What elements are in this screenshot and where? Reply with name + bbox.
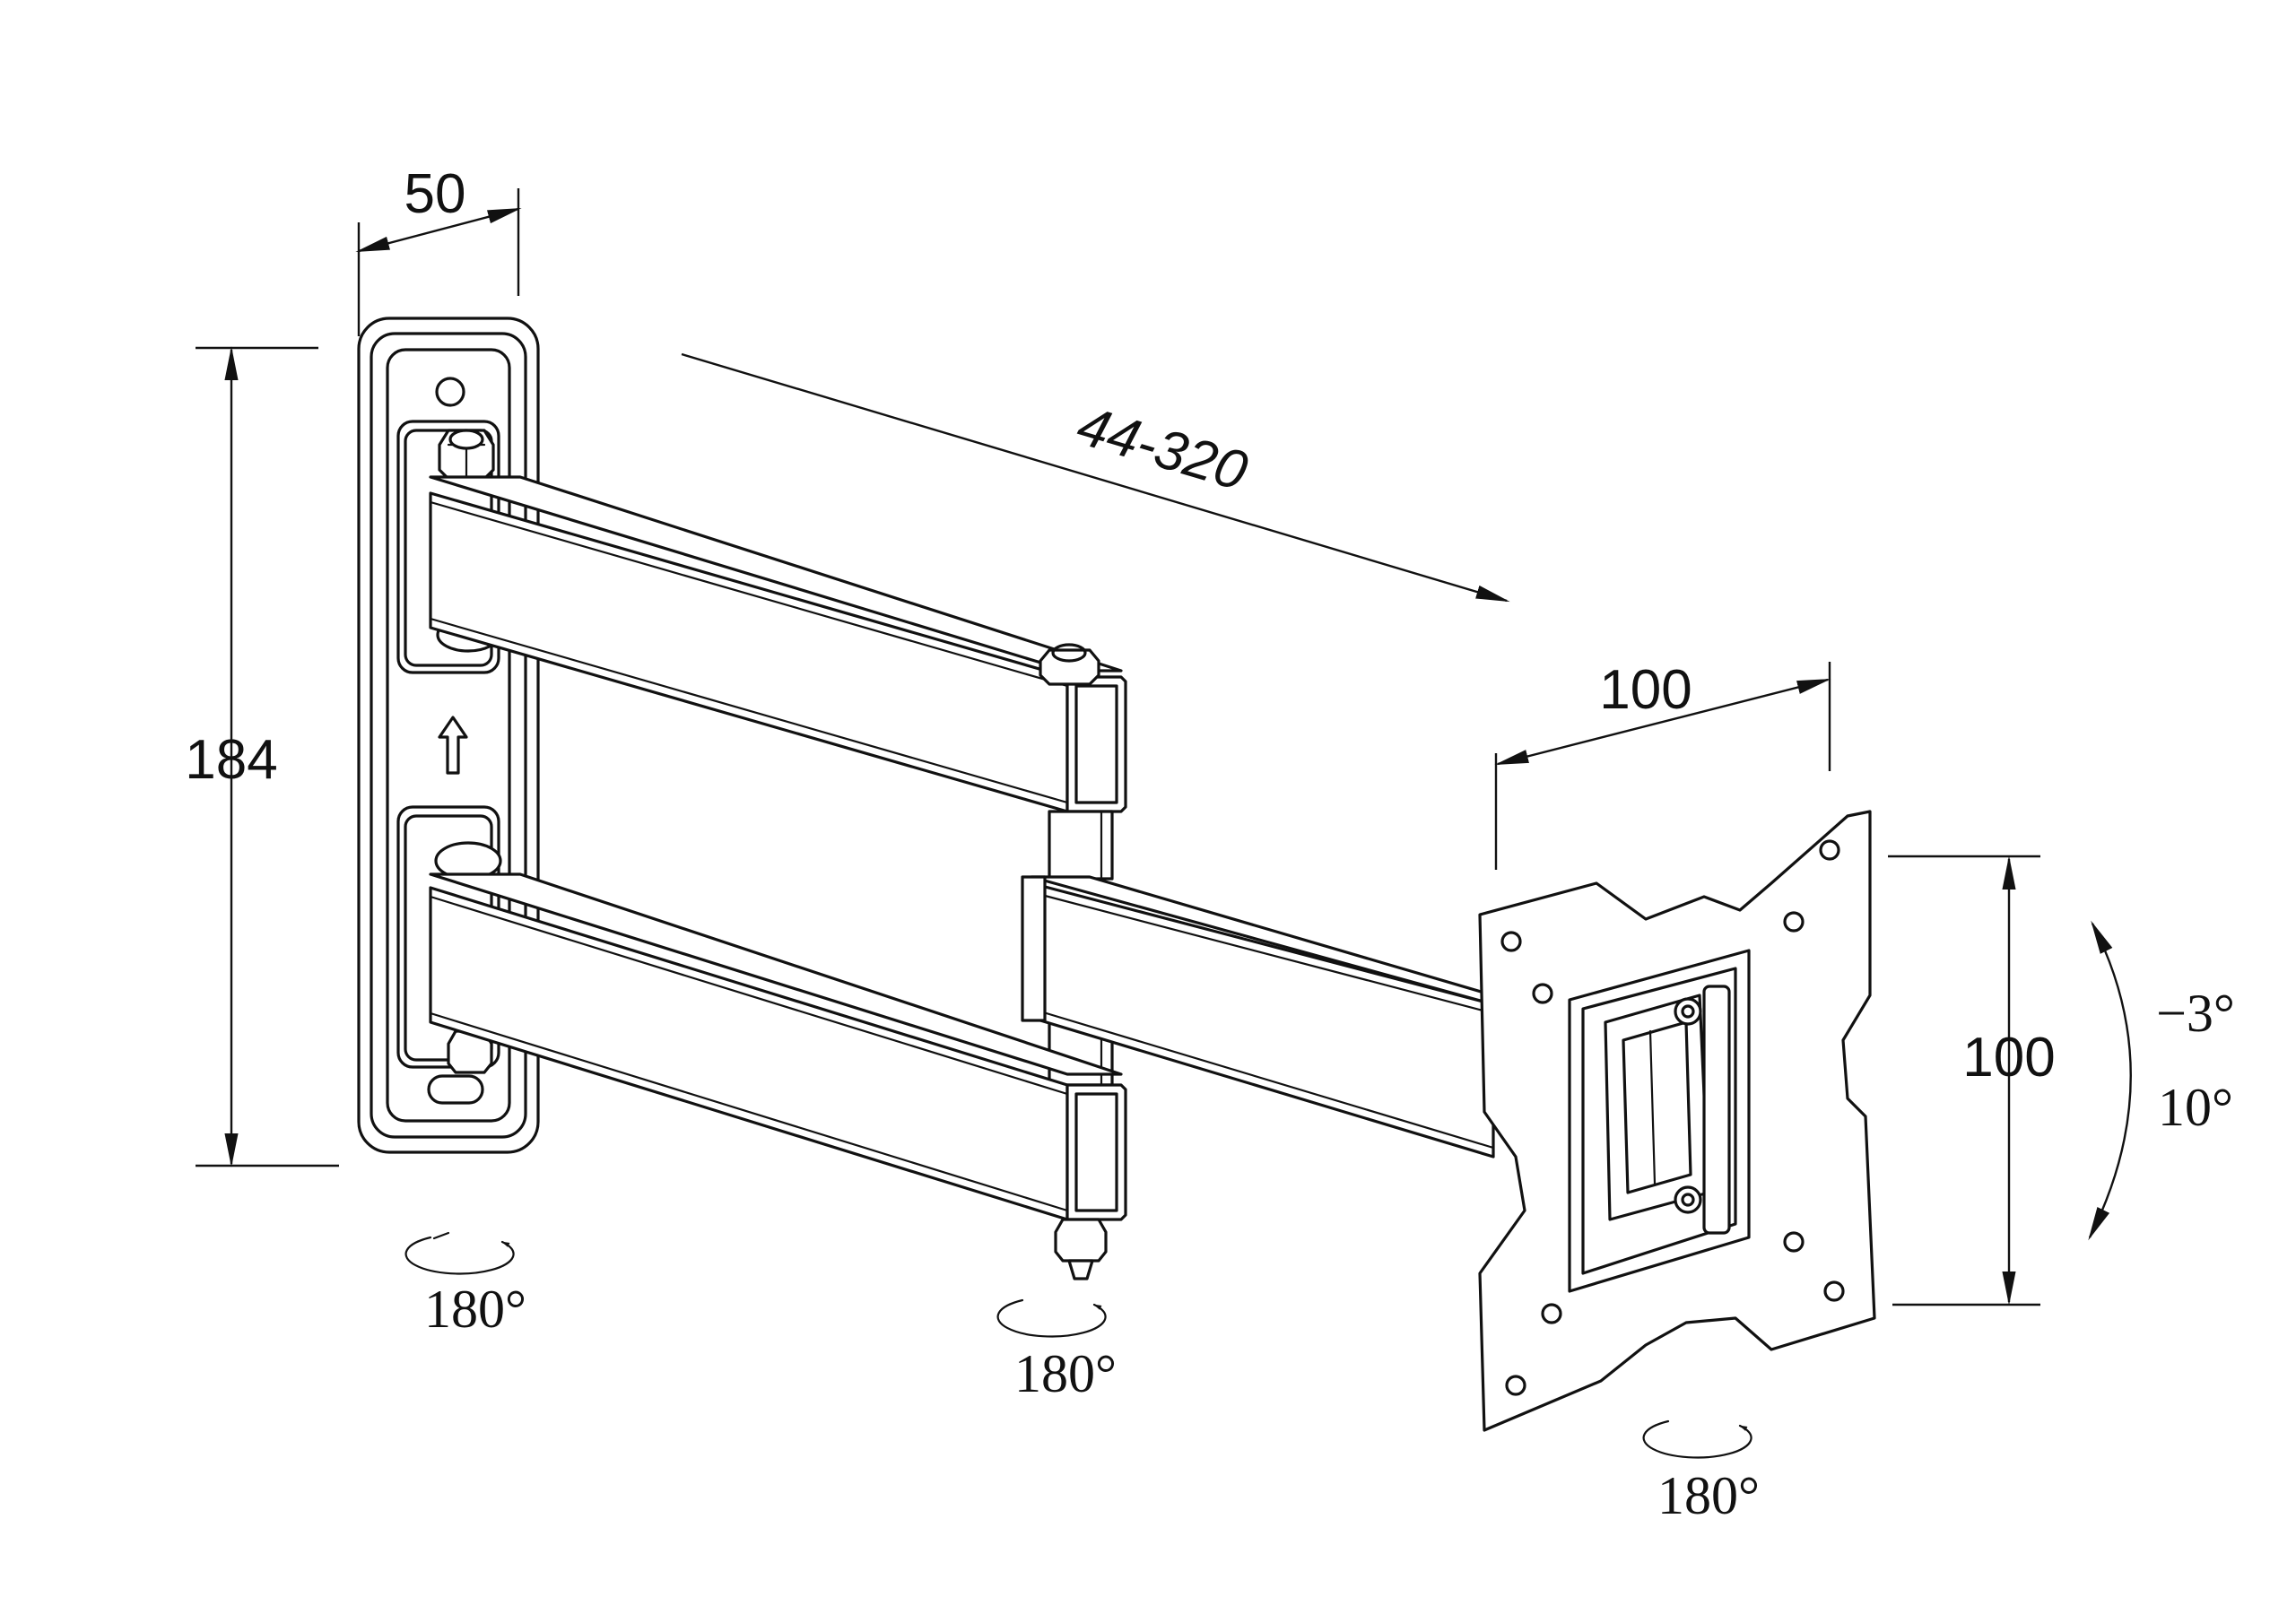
extension-dimension: 44-320 [681,352,1510,603]
depth-label: 50 [404,163,466,225]
wall-rotation-indicator: 180° [404,1231,526,1339]
elbow-rotation-label: 180° [1014,1344,1117,1403]
up-arrow-icon [438,716,468,775]
tilt-indicator: −3° 10° [2088,920,2235,1241]
extension-label: 44-320 [1070,395,1254,503]
head-rotation-indicator: 180° [1642,1419,1760,1525]
lower-arm [429,872,1127,1280]
vesa-width-dimension: 100 [1494,659,1831,870]
wall-rotation-label: 180° [424,1280,526,1339]
height-label: 184 [185,729,277,791]
elbow-rotation-indicator: 180° [996,1298,1117,1403]
extension-arm [1021,875,1495,1159]
tilt-down-label: 10° [2158,1078,2233,1137]
depth-dimension: 50 [355,163,522,336]
upper-pivot-bolt [438,429,495,481]
height-dimension: 184 [185,346,339,1167]
tilt-up-label: −3° [2156,984,2235,1043]
vesa-height-dimension: 100 [1888,855,2056,1306]
head-rotation-label: 180° [1657,1466,1760,1525]
vesa-head-plate [1478,810,1876,1432]
vesa-height-label: 100 [1962,1027,2055,1089]
vesa-width-label: 100 [1599,659,1692,721]
upper-arm [429,475,1127,813]
